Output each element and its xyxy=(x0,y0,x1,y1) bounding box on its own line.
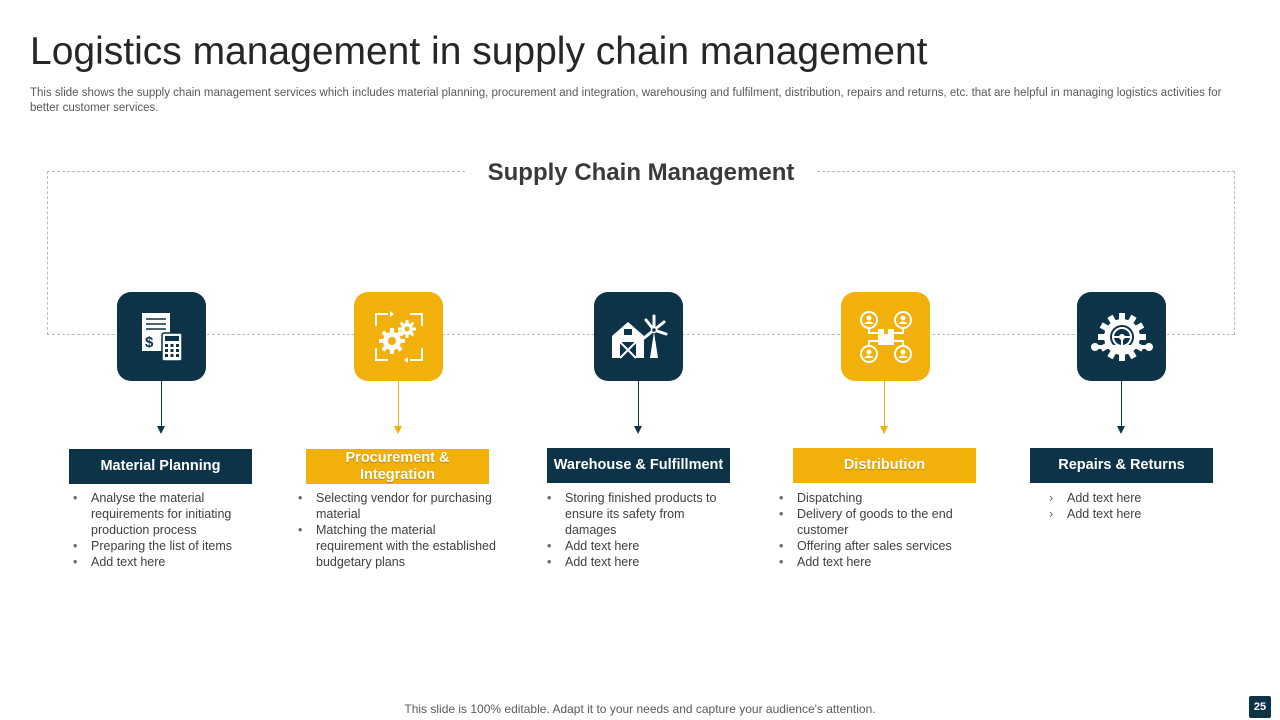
repairs-connector xyxy=(1121,381,1122,429)
list-item: •Matching the material requirement with … xyxy=(298,523,496,569)
repairs-label: Repairs & Returns xyxy=(1030,448,1213,483)
warehouse-arrowhead xyxy=(634,426,642,434)
list-item: •Add text here xyxy=(779,555,872,569)
procurement-list: •Selecting vendor for purchasing materia… xyxy=(296,490,496,570)
list-item: •Delivery of goods to the end customer xyxy=(779,507,953,537)
barn-windmill-icon xyxy=(611,314,667,359)
list-item: •Add text here xyxy=(547,555,640,569)
material-planning-icon-box: $ xyxy=(117,292,206,381)
material-planning-label: Material Planning xyxy=(69,449,252,484)
page-number-badge: 25 xyxy=(1249,696,1271,718)
frame-title: Supply Chain Management xyxy=(487,159,795,186)
invoice-calculator-icon: $ xyxy=(141,312,183,362)
material-planning-list: •Analyse the material requirements for i… xyxy=(71,490,256,570)
svg-text:$: $ xyxy=(145,334,154,351)
distribution-label: Distribution xyxy=(793,448,976,483)
warehouse-connector xyxy=(638,381,639,429)
list-item: •Add text here xyxy=(73,555,166,569)
distribution-list: •Dispatching •Delivery of goods to the e… xyxy=(777,490,977,570)
distribution-icon-box xyxy=(841,292,930,381)
procurement-label: Procurement & Integration xyxy=(306,449,489,484)
slide-subtitle: This slide shows the supply chain manage… xyxy=(30,87,1222,114)
list-item: ›Add text here xyxy=(1049,507,1142,521)
list-item: •Preparing the list of items xyxy=(73,539,233,553)
slide-title: Logistics management in supply chain man… xyxy=(30,30,928,73)
gear-wrench-icon xyxy=(1090,312,1153,361)
distribution-network-icon xyxy=(859,310,912,363)
warehouse-list: •Storing finished products to ensure its… xyxy=(545,490,735,570)
repairs-list: ›Add text here ›Add text here xyxy=(1047,490,1217,522)
list-item: •Selecting vendor for purchasing materia… xyxy=(298,491,492,521)
list-item: ›Add text here xyxy=(1049,491,1142,505)
warehouse-icon-box xyxy=(594,292,683,381)
frame-title-container: Supply Chain Management xyxy=(466,157,816,189)
distribution-arrowhead xyxy=(880,426,888,434)
repairs-icon-box xyxy=(1077,292,1166,381)
list-item: •Analyse the material requirements for i… xyxy=(73,491,232,537)
material-planning-connector xyxy=(161,381,162,429)
warehouse-label: Warehouse & Fulfillment xyxy=(547,448,730,483)
procurement-connector xyxy=(398,381,399,429)
repairs-arrowhead xyxy=(1117,426,1125,434)
footer-note: This slide is 100% editable. Adapt it to… xyxy=(404,702,876,716)
procurement-icon-box xyxy=(354,292,443,381)
list-item: •Add text here xyxy=(547,539,640,553)
material-planning-arrowhead xyxy=(157,426,165,434)
gears-cycle-icon xyxy=(374,310,423,363)
procurement-arrowhead xyxy=(394,426,402,434)
list-item: •Offering after sales services xyxy=(779,539,952,553)
distribution-connector xyxy=(884,381,885,429)
list-item: •Dispatching xyxy=(779,491,863,505)
list-item: •Storing finished products to ensure its… xyxy=(547,491,717,537)
